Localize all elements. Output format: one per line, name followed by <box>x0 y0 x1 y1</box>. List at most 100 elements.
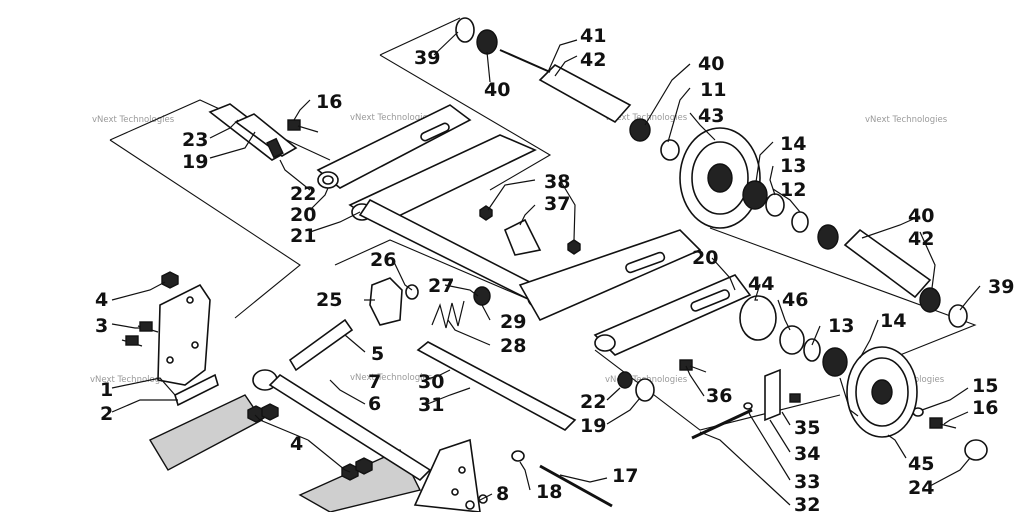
callout-20: 20 <box>290 204 316 226</box>
callout-36: 36 <box>706 385 732 407</box>
leader-lines <box>111 31 981 506</box>
mounting-bracket <box>157 283 211 386</box>
idler-wheel <box>679 127 809 233</box>
callout-43: 43 <box>698 105 724 127</box>
callout-42: 42 <box>908 228 934 250</box>
callout-37: 37 <box>544 193 570 215</box>
callout-2: 2 <box>100 403 113 425</box>
callout-38: 38 <box>544 171 570 193</box>
tension-rod <box>416 341 577 431</box>
callout-17: 17 <box>612 465 638 487</box>
watermark: vNext Technologies <box>865 115 948 125</box>
watermark: vNext Technologies <box>350 373 433 383</box>
callout-1: 1 <box>100 379 113 401</box>
callout-33: 33 <box>794 471 820 493</box>
cap-screw <box>929 417 957 429</box>
bushing <box>635 378 655 402</box>
bearing <box>742 180 768 210</box>
lock-nut <box>567 239 581 255</box>
callout-23: 23 <box>182 129 208 151</box>
upper-idler-shaft <box>455 17 680 161</box>
lock-nut <box>161 271 179 289</box>
bearing <box>476 29 498 55</box>
compression-spring <box>431 300 465 329</box>
callout-30: 30 <box>418 371 444 393</box>
spring-tensioner <box>252 218 655 482</box>
phantom-outlines <box>109 17 977 431</box>
phantom-outline <box>379 17 461 56</box>
callout-26: 26 <box>370 249 396 271</box>
callout-28: 28 <box>500 335 526 357</box>
callout-35: 35 <box>794 417 820 439</box>
bracket-plate <box>764 368 781 422</box>
snap-ring <box>803 338 821 362</box>
callout-21: 21 <box>290 225 316 247</box>
callout-39: 39 <box>414 47 440 69</box>
left-bracket-assembly <box>149 283 481 512</box>
adjusting-nut <box>473 286 491 306</box>
front-axle-shafts <box>208 103 298 161</box>
bearing <box>919 287 941 313</box>
callout-29: 29 <box>500 311 526 333</box>
callout-46: 46 <box>782 289 808 311</box>
flat-washer <box>743 402 753 410</box>
callout-7: 7 <box>368 371 381 393</box>
watermark: vNext Technologies <box>90 375 173 385</box>
callout-16: 16 <box>972 397 998 419</box>
callout-40: 40 <box>908 205 934 227</box>
lock-nut <box>355 457 373 475</box>
lock-nut <box>479 205 493 221</box>
phantom-outline <box>334 239 531 301</box>
spacer-bushing <box>739 295 777 341</box>
callout-13: 13 <box>828 315 854 337</box>
spacer-tube <box>843 228 932 299</box>
watermark: vNext Technologies <box>350 113 433 123</box>
lock-nut <box>247 405 265 423</box>
callout-16: 16 <box>316 91 342 113</box>
track-clip <box>174 373 219 407</box>
callout-45: 45 <box>908 453 934 475</box>
callout-14: 14 <box>880 310 906 332</box>
callout-labels: 39 40 41 42 40 11 43 14 13 12 16 23 19 2… <box>95 25 1014 512</box>
callout-22: 22 <box>290 183 316 205</box>
callout-22: 22 <box>580 391 606 413</box>
watermark: vNext Technologies <box>92 115 175 125</box>
phantom-outline <box>379 54 552 191</box>
cap-screw <box>679 359 707 373</box>
pivot-shaft <box>268 373 432 482</box>
callout-6: 6 <box>368 393 381 415</box>
callout-4: 4 <box>95 289 108 311</box>
watermark: vNext Technologies <box>605 113 688 123</box>
callout-8: 8 <box>496 483 509 505</box>
callout-19: 19 <box>580 415 606 437</box>
spacer <box>791 211 809 233</box>
callout-4: 4 <box>290 433 303 455</box>
callout-18: 18 <box>536 481 562 503</box>
callout-42: 42 <box>580 49 606 71</box>
callout-40: 40 <box>484 79 510 101</box>
side-rail <box>593 274 752 356</box>
callout-12: 12 <box>780 179 806 201</box>
hub-cap <box>964 439 988 461</box>
callout-25: 25 <box>316 289 342 311</box>
callout-40: 40 <box>698 53 724 75</box>
axle-shaft <box>234 113 298 157</box>
lower-rail-assembly <box>518 229 752 356</box>
callout-34: 34 <box>794 443 820 465</box>
track-section <box>149 394 264 471</box>
flat-washer <box>511 450 525 462</box>
phantom-outline <box>109 139 301 319</box>
spacer <box>779 325 805 355</box>
spacer-tube <box>538 64 632 124</box>
right-idler-shaft <box>817 224 968 328</box>
callout-11: 11 <box>700 79 726 101</box>
flat-washer <box>465 500 475 510</box>
cap-screw <box>287 119 319 133</box>
cap-screw <box>121 321 159 347</box>
hardware <box>121 119 988 510</box>
phantom-outline <box>709 227 977 356</box>
callout-32: 32 <box>794 494 820 512</box>
callout-3: 3 <box>95 315 108 337</box>
